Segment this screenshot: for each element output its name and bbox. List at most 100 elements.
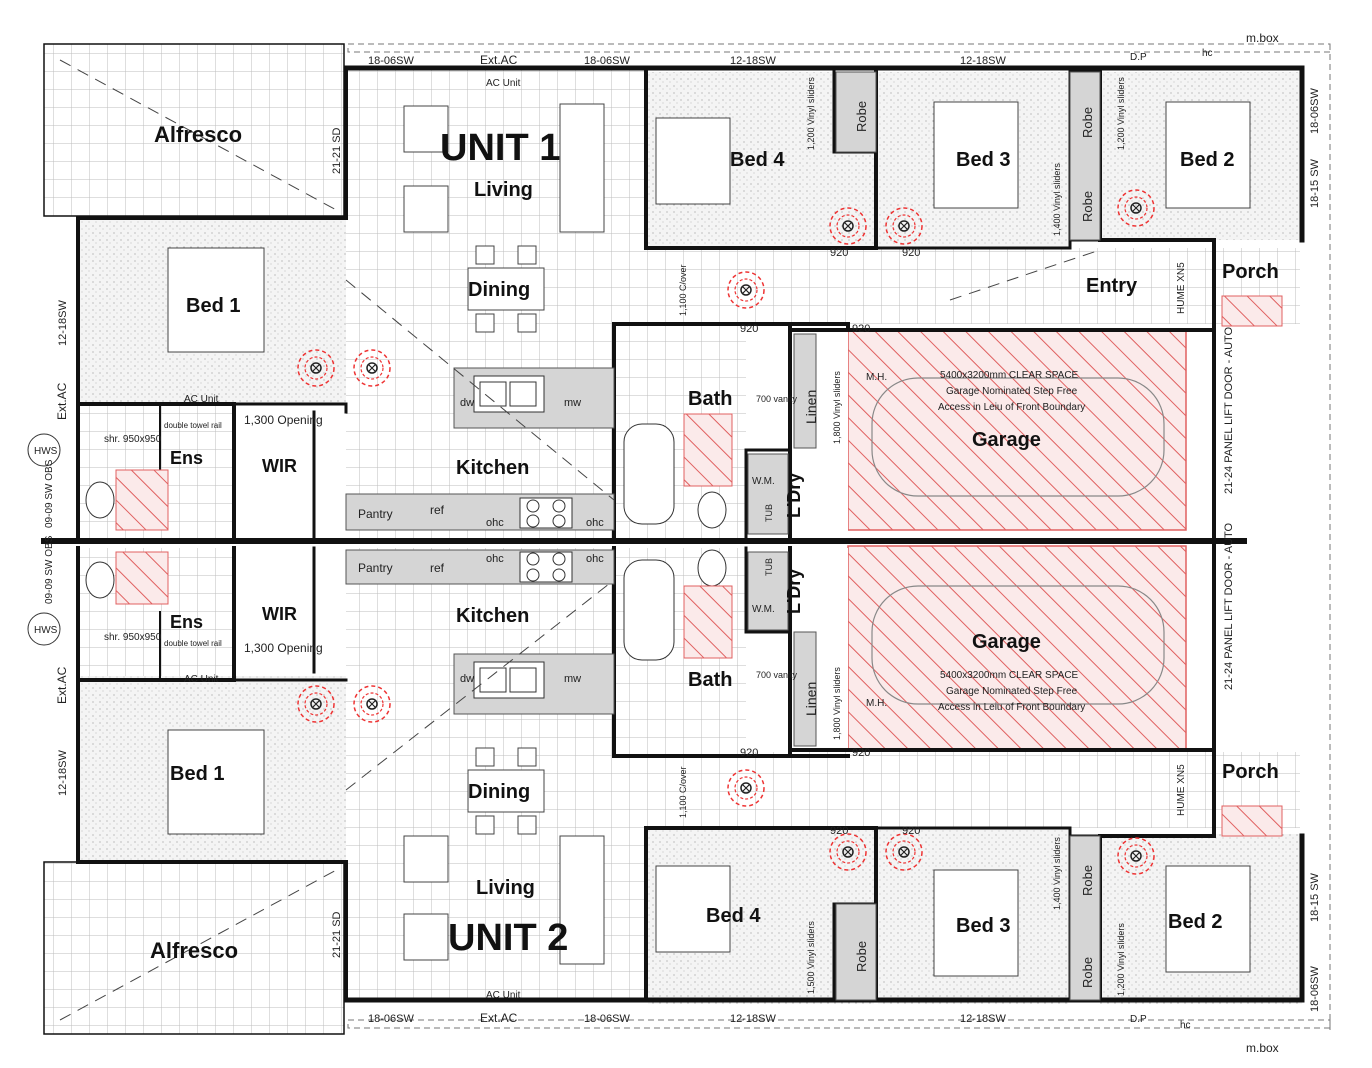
unit-2-linen-label: Linen	[803, 682, 819, 716]
unit-1-porch-label: Porch	[1222, 261, 1279, 283]
unit-2-mh-label: M.H.	[866, 698, 887, 709]
door-920-garage: 920	[852, 323, 870, 335]
unit-2-laundry-label: L'Dry	[784, 569, 804, 614]
window-1815-top: 18-15 SW	[1309, 158, 1321, 208]
unit-1-bath-label: Bath	[688, 388, 732, 410]
unit-1-garage-note-3: Access in Leiu of Front Boundary	[938, 402, 1085, 413]
unit-2-hc: hc	[1180, 1020, 1191, 1031]
unit-2-dp: D.P	[1130, 1014, 1147, 1025]
unit-2-garage-label: Garage	[972, 631, 1041, 653]
unit-2-robe-bed3: Robe	[1080, 865, 1095, 896]
unit-1-bed3-label: Bed 3	[956, 149, 1010, 171]
unit-2-ext-ac-bottom: Ext.AC	[480, 1011, 518, 1025]
door-920-bed3-2: 920	[902, 825, 920, 837]
unit-2-bed4-label: Bed 4	[706, 905, 761, 927]
door-920-bath: 920	[740, 323, 758, 335]
unit-1-linen-label: Linen	[803, 390, 819, 424]
unit-1-robe-bed3: Robe	[1080, 107, 1095, 138]
unit-2-dw-label: dw	[460, 673, 474, 685]
unit-1-bed4-label: Bed 4	[730, 149, 785, 171]
unit-2-vanity-label: 700 vanity	[756, 670, 798, 680]
window-1806-top-1: 18-06SW	[368, 55, 414, 67]
unit-1-title: UNIT 1	[440, 127, 560, 169]
unit-2-opening-label: 1,300 Opening	[244, 641, 323, 655]
unit-2-ens-label: Ens	[170, 612, 203, 632]
unit-1-garage-label: Garage	[972, 429, 1041, 451]
unit-2-towel-label: double towel rail	[164, 639, 222, 648]
unit-2-shower-label: shr. 950x950	[104, 632, 162, 643]
window-1806-side-top: 18-06SW	[1309, 88, 1321, 134]
unit-1-pantry-label: Pantry	[358, 507, 393, 521]
door-920-bath-2: 920	[740, 747, 758, 759]
unit-2-tub-label: TUB	[764, 558, 774, 576]
unit-2-bed3-label: Bed 3	[956, 915, 1010, 937]
unit-2-hws-label: HWS	[34, 625, 58, 636]
unit-1-ac-top: AC Unit	[486, 78, 521, 89]
unit-1-sliders-bed2: 1,200 Vinyl sliders	[1116, 77, 1126, 150]
unit-1-sliders-linen: 1,800 Vinyl sliders	[832, 371, 842, 444]
unit-1-mbox: m.box	[1246, 31, 1279, 45]
window-1218-top-1: 12-18SW	[730, 55, 776, 67]
unit-1-living-label: Living	[474, 179, 533, 201]
window-0909-bottom: 09-09 SW OBS	[44, 535, 55, 604]
unit-1-dw-label: dw	[460, 397, 474, 409]
unit-1-robe-bed2: Robe	[1080, 191, 1095, 222]
unit-2-sliders-bed2: 1,200 Vinyl sliders	[1116, 923, 1126, 996]
unit-1-sliders-bed4: 1,200 Vinyl sliders	[806, 77, 816, 150]
window-1218-top-2: 12-18SW	[960, 55, 1006, 67]
window-1806-side-bottom: 18-06SW	[1309, 966, 1321, 1012]
unit-1-shower-label: shr. 950x950	[104, 434, 162, 445]
unit-1-ohc-label-2: ohc	[586, 517, 604, 529]
unit-1-garage-note-2: Garage Nominated Step Free	[946, 386, 1078, 397]
unit-2-mbox: m.box	[1246, 1041, 1279, 1055]
unit-1-sliders-bed3: 1,400 Vinyl sliders	[1052, 163, 1062, 236]
unit-2-ac-bottom: AC Unit	[486, 990, 521, 1001]
unit-1-towel-label: double towel rail	[164, 421, 222, 430]
unit-2-mw-label: mw	[564, 673, 581, 685]
unit-2-bed1-label: Bed 1	[170, 763, 224, 785]
unit-2-panel-lift: 21-24 PANEL LIFT DOOR - AUTO	[1223, 522, 1235, 690]
unit-2-bed2-label: Bed 2	[1168, 911, 1222, 933]
unit-2-sliders-bed4: 1,500 Vinyl sliders	[806, 921, 816, 994]
unit-1-ens-label: Ens	[170, 448, 203, 468]
unit-2-dining-label: Dining	[468, 781, 530, 803]
unit-1-laundry-label: L'Dry	[784, 473, 804, 518]
door-920-garage-2: 920	[852, 747, 870, 759]
unit-2-wir-label: WIR	[262, 604, 297, 624]
door-920-bed3: 920	[902, 247, 920, 259]
unit-2-ohc-label-2: ohc	[586, 553, 604, 565]
unit-1-bed2-label: Bed 2	[1180, 149, 1234, 171]
window-1806-bottom-1: 18-06SW	[368, 1013, 414, 1025]
unit-1-ac-label: AC Unit	[184, 394, 219, 405]
unit-2-robe-bed2: Robe	[1080, 957, 1095, 988]
window-1806-bottom-2: 18-06SW	[584, 1013, 630, 1025]
unit-1-hc: hc	[1202, 48, 1213, 59]
window-1218-side-top: 12-18SW	[57, 300, 69, 346]
unit-1-alfresco-label: Alfresco	[154, 122, 242, 147]
window-2121-bottom: 21-21 SD	[331, 911, 343, 958]
unit-1-ref-label: ref	[430, 503, 445, 517]
door-920-bed4: 920	[830, 247, 848, 259]
unit-1-bed1-label: Bed 1	[186, 295, 240, 317]
unit-1-dining-label: Dining	[468, 279, 530, 301]
unit-2-garage-note-3: Access in Leiu of Front Boundary	[938, 702, 1085, 713]
unit-2-kitchen-label: Kitchen	[456, 605, 529, 627]
unit-1-mw-label: mw	[564, 397, 581, 409]
unit-1-dp: D.P	[1130, 52, 1147, 63]
window-1218-bottom-1: 12-18SW	[730, 1013, 776, 1025]
unit-1-entry-label: Entry	[1086, 275, 1138, 297]
unit-1-ext-ac-top: Ext.AC	[480, 53, 518, 67]
unit-2-title: UNIT 2	[448, 917, 568, 959]
unit-2-garage-note-1: 5400x3200mm CLEAR SPACE	[940, 670, 1079, 681]
unit-2-living-label: Living	[476, 877, 535, 899]
unit-1-garage-note-1: 5400x3200mm CLEAR SPACE	[940, 370, 1079, 381]
unit-2-robe-bed4: Robe	[854, 941, 869, 972]
unit-2-porch-label: Porch	[1222, 761, 1279, 783]
unit-2-ext-ac-side: Ext.AC	[55, 666, 69, 704]
unit-2-ac-label: AC Unit	[184, 674, 219, 685]
door-920-bed4-2: 920	[830, 825, 848, 837]
window-1815-bottom: 18-15 SW	[1309, 872, 1321, 922]
unit-1-hume: HUME XN5	[1176, 262, 1187, 314]
unit-1-wir-label: WIR	[262, 456, 297, 476]
unit-1-kitchen-label: Kitchen	[456, 457, 529, 479]
